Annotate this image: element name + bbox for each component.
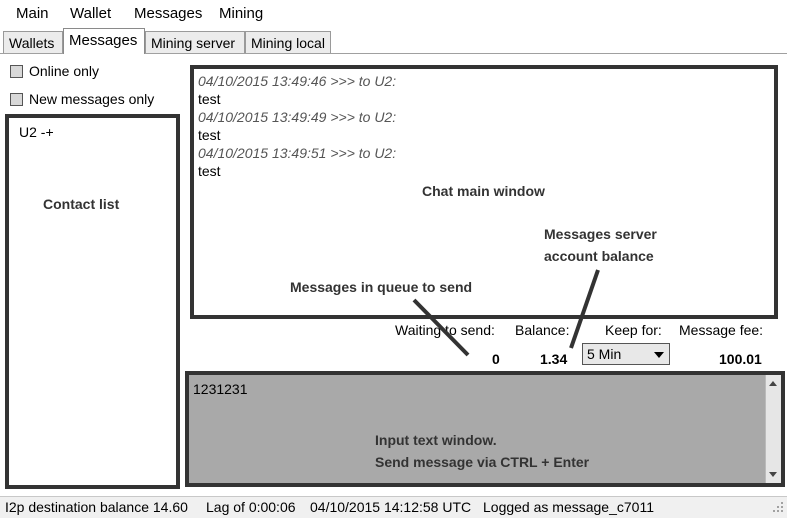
contact-item-u2[interactable]: U2 -+ <box>19 124 54 140</box>
checkbox-box[interactable] <box>10 64 23 78</box>
keep-for-label: Keep for: <box>605 322 662 338</box>
menu-wallet[interactable]: Wallet <box>70 5 112 22</box>
annotation-queue: Messages in queue to send <box>290 279 473 295</box>
online-only-checkbox[interactable]: Online only <box>10 61 99 81</box>
keep-for-value: 5 Min <box>587 346 622 362</box>
message-header: 04/10/2015 13:49:49 >>> to U2: <box>198 109 397 125</box>
annotation-contact-list: Contact list <box>43 196 120 212</box>
annotation-chat-main: Chat main window <box>422 183 545 199</box>
message-fee-label: Message fee: <box>679 322 764 338</box>
tab-strip: Wallets Messages Mining server Mining lo… <box>0 28 787 54</box>
menu-main[interactable]: Main <box>16 5 49 22</box>
message-header: 04/10/2015 13:49:46 >>> to U2: <box>198 73 397 89</box>
balance-value: 1.34 <box>540 351 568 367</box>
keep-for-dropdown[interactable]: 5 Min <box>582 343 670 365</box>
tab-wallets[interactable]: Wallets <box>3 31 63 53</box>
checkbox-box[interactable] <box>10 92 23 106</box>
tab-mining-local[interactable]: Mining local <box>245 31 331 53</box>
arrow-balance <box>569 269 600 349</box>
annotation-input-2: Send message via CTRL + Enter <box>375 454 590 470</box>
message-body: test <box>198 163 221 179</box>
contact-list[interactable]: U2 -+ Contact list <box>5 114 180 489</box>
tab-messages[interactable]: Messages <box>63 28 145 54</box>
tab-mining-server[interactable]: Mining server <box>145 31 245 53</box>
balance-label: Balance: <box>515 322 570 338</box>
message-fee-value: 100.01 <box>719 351 762 367</box>
annotation-server-balance-1: Messages server <box>544 226 657 242</box>
status-user: Logged as message_c7011 <box>483 499 654 515</box>
status-time: 04/10/2015 14:12:58 UTC <box>310 499 472 515</box>
annotation-input-1: Input text window. <box>375 432 497 448</box>
input-scrollbar[interactable] <box>765 375 781 483</box>
chat-window[interactable]: 04/10/2015 13:49:46 >>> to U2: test 04/1… <box>190 65 778 319</box>
annotation-server-balance-2: account balance <box>544 248 654 264</box>
status-balance: I2p destination balance 14.60 <box>5 499 188 515</box>
message-input-value[interactable]: 1231231 <box>193 381 248 397</box>
message-body: test <box>198 91 221 107</box>
menu-mining[interactable]: Mining <box>219 5 264 22</box>
menu-bar: Main Wallet Messages Mining <box>0 0 787 28</box>
arrow-queue <box>412 298 470 357</box>
new-messages-only-label: New messages only <box>29 91 155 107</box>
new-messages-only-checkbox[interactable]: New messages only <box>10 89 154 109</box>
message-input[interactable]: 1231231 Input text window. Send message … <box>185 371 785 487</box>
message-body: test <box>198 127 221 143</box>
resize-grip-icon[interactable] <box>772 501 784 513</box>
scroll-up-icon[interactable] <box>769 381 777 386</box>
menu-messages[interactable]: Messages <box>134 5 203 22</box>
message-header: 04/10/2015 13:49:51 >>> to U2: <box>198 145 397 161</box>
online-only-label: Online only <box>29 63 100 79</box>
chevron-down-icon[interactable] <box>654 352 664 358</box>
tab-panel-border <box>0 53 787 54</box>
status-lag: Lag of 0:00:06 <box>206 499 296 515</box>
status-bar: I2p destination balance 14.60 Lag of 0:0… <box>0 496 787 518</box>
scroll-down-icon[interactable] <box>769 472 777 477</box>
waiting-to-send-value: 0 <box>492 351 500 367</box>
